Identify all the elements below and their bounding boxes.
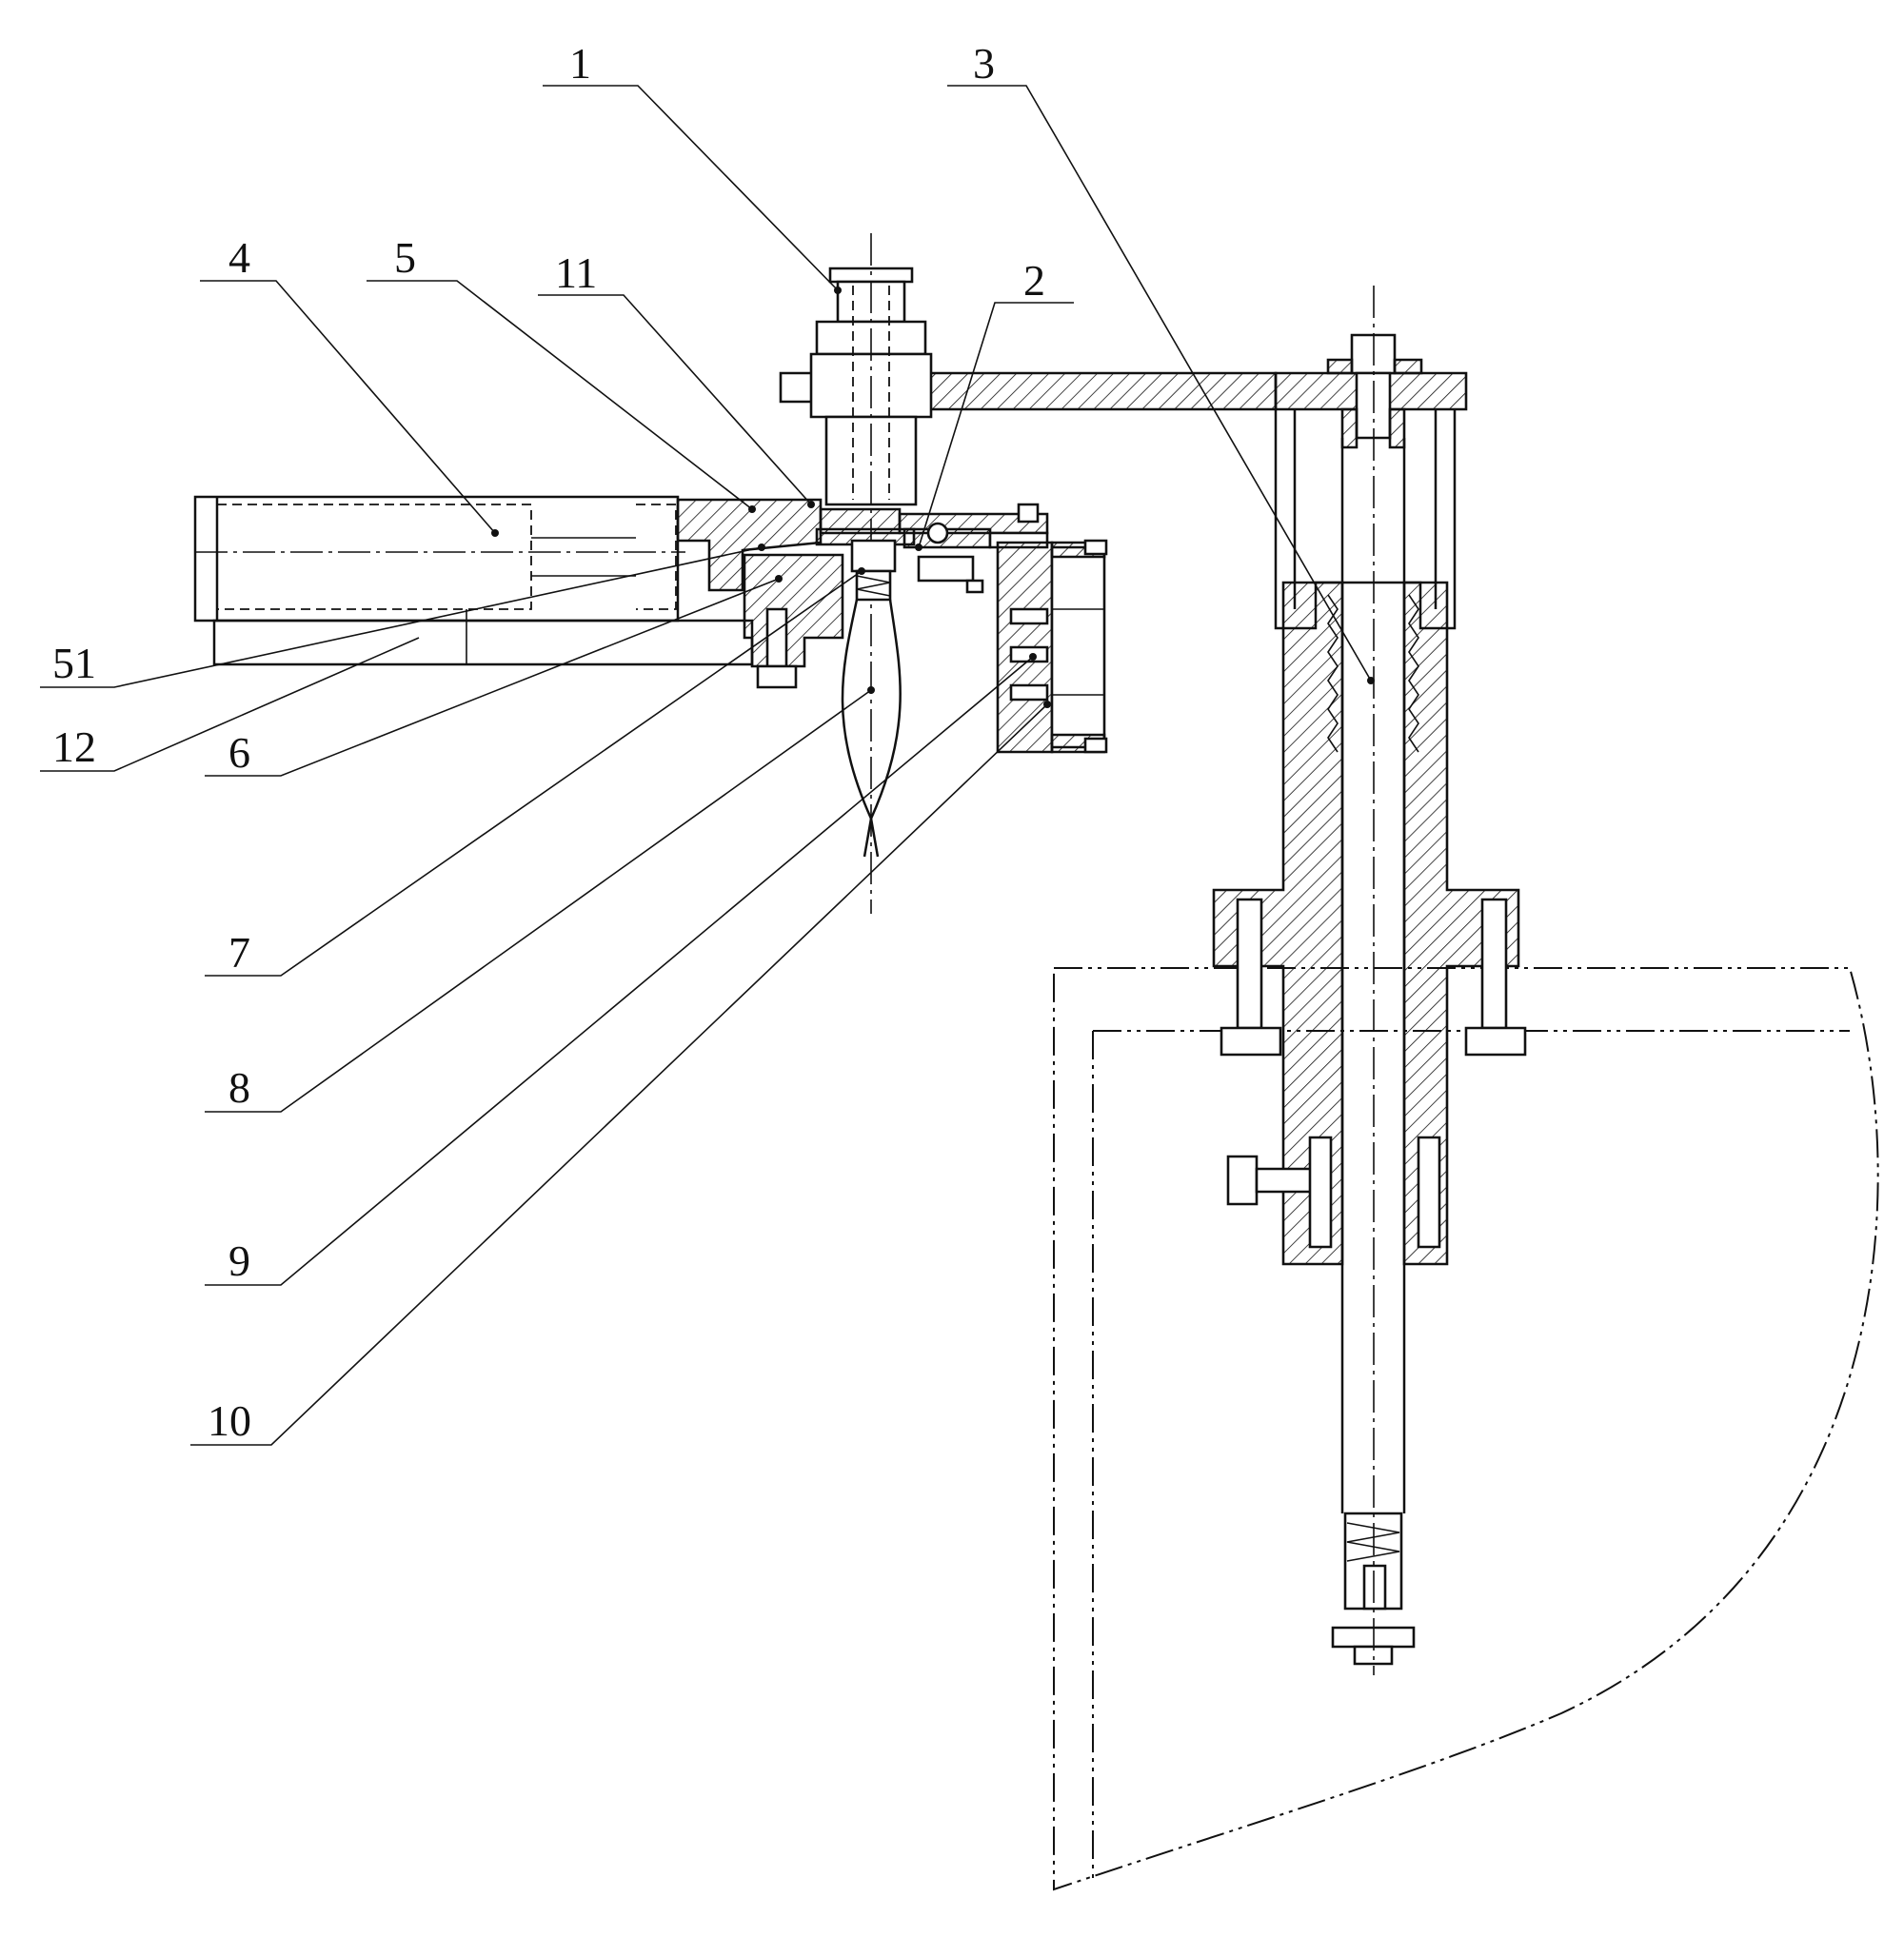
label-8: 8	[228, 1063, 250, 1112]
leader-lines	[40, 85, 1372, 1446]
label-4: 4	[228, 233, 250, 282]
slider-parts	[815, 507, 1049, 594]
vertical-column-assembly	[1212, 286, 1527, 1675]
spray-nozzle	[841, 539, 902, 858]
label-5: 5	[394, 233, 416, 282]
label-11: 11	[555, 248, 597, 297]
label-1: 1	[569, 39, 591, 88]
label-10: 10	[208, 1396, 251, 1445]
label-9: 9	[228, 1236, 250, 1285]
label-12: 12	[52, 722, 96, 771]
label-3: 3	[973, 39, 995, 88]
right-block-assembly	[996, 503, 1108, 754]
top-fitting-part-1	[809, 233, 933, 914]
label-2: 2	[1023, 256, 1045, 305]
part-labels: 1 3 4 5 11 2 51 12 6 7 8 9 10	[52, 39, 1045, 1445]
left-body-assembly	[193, 495, 844, 689]
machine-housing-outline	[1053, 967, 1879, 1891]
label-6: 6	[228, 728, 250, 777]
label-7: 7	[228, 928, 250, 977]
label-51: 51	[52, 639, 96, 687]
leader-dots	[491, 287, 1375, 708]
